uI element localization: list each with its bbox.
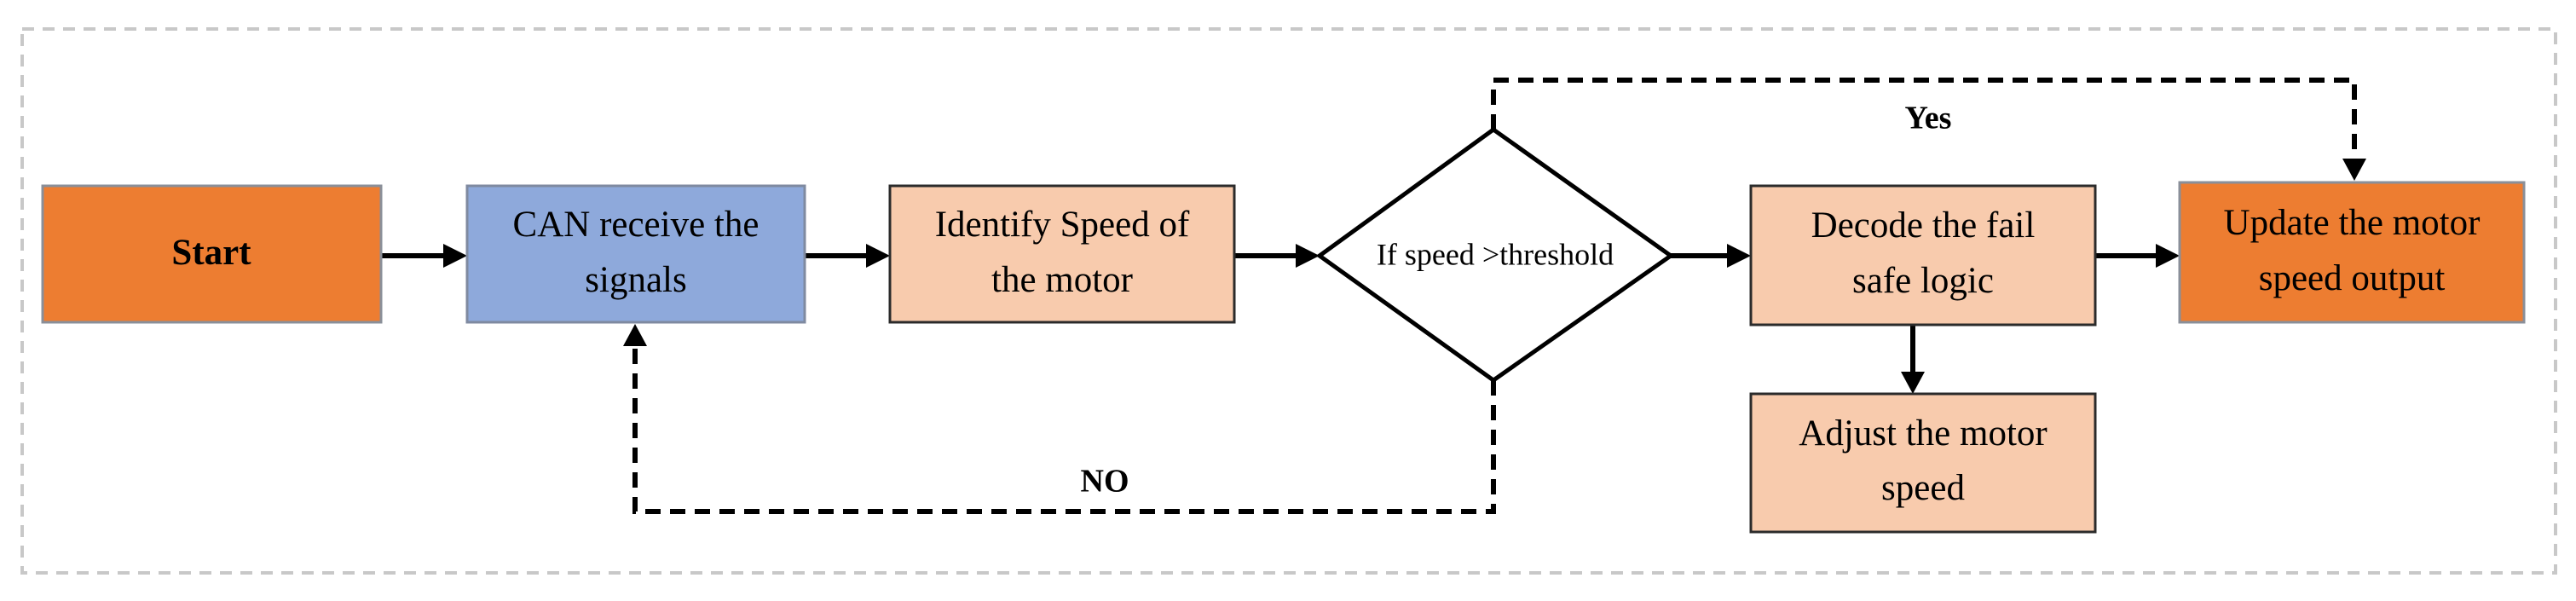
identify-speed-label-line2: the motor [991,260,1133,300]
node-identify-speed: Identify Speed of the motor [888,184,1236,324]
identify-speed-box [888,184,1236,324]
start-box [41,184,383,324]
adjust-label-line1: Adjust the motor [1799,413,2047,454]
arrowhead-identify-to-decision [1296,244,1320,268]
no-label: NO [1081,464,1129,500]
arrowhead-decision-to-decode [1727,244,1751,268]
arrowhead-yes-to-update [2342,159,2366,181]
yes-label: Yes [1905,101,1952,136]
update-box [2178,181,2526,324]
decode-label-line1: Decode the fail [1811,205,2036,246]
start-label: Start [171,233,251,273]
adjust-label-line2: speed [1881,468,1965,508]
arrowhead-decode-to-adjust [1901,372,1925,394]
decode-label-line2: safe logic [1852,261,1994,301]
adjust-box [1749,392,2097,534]
decision-label: If speed >threshold [1377,237,1614,271]
arrowhead-start-to-can [443,244,467,268]
node-can-receive: CAN receive the signals [465,184,806,324]
can-receive-label-line1: CAN receive the [513,205,760,245]
arrowhead-can-to-identify [866,244,890,268]
identify-speed-label-line1: Identify Speed of [935,205,1190,245]
decision-diamond [1315,126,1675,384]
edge-no-to-can [632,344,1496,514]
node-adjust: Adjust the motor speed [1749,392,2097,534]
update-label-line1: Update the motor [2224,203,2481,243]
can-receive-label-line2: signals [585,260,686,300]
arrowhead-decode-to-update [2156,244,2180,268]
node-decision: If speed >threshold [1315,126,1675,384]
node-decode: Decode the fail safe logic [1749,184,2097,327]
node-start: Start [41,184,383,324]
can-receive-box [465,184,806,324]
edge-yes-to-update [1491,78,2357,160]
node-update: Update the motor speed output [2178,181,2526,324]
arrowhead-no-to-can [623,324,647,346]
diagram-frame [20,27,2557,575]
update-label-line2: speed output [2259,258,2446,298]
decode-box [1749,184,2097,327]
